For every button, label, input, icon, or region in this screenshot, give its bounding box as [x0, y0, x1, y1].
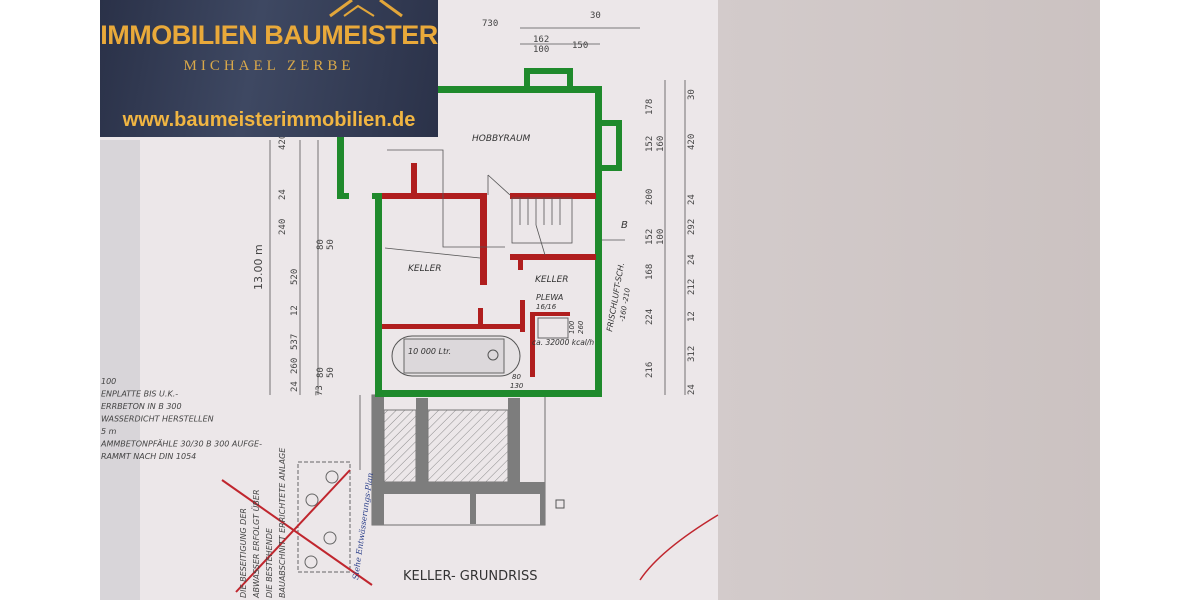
construction-note: AMMBETONPFÄHLE 30/30 B 300 AUFGE-: [100, 439, 262, 449]
dim-top-150: 150: [572, 41, 588, 51]
small-dim-80: 80: [512, 373, 521, 381]
dimension-label: 152: [645, 229, 655, 245]
staircase: [384, 149, 573, 259]
dimension-label: 12: [687, 311, 697, 322]
company-logo: IMMOBILIEN BAUMEISTER MICHAEL ZERBE www.…: [100, 0, 438, 137]
dimension-label: 73: [315, 385, 325, 396]
dimension-label: 178: [645, 99, 655, 115]
small-dim-100: 100: [568, 320, 576, 334]
section-marker: B: [621, 220, 628, 231]
heater-capacity: ca. 32000 kcal/h: [532, 338, 594, 347]
dimension-label: 80: [316, 367, 326, 378]
room-label-keller-right: KELLER: [535, 275, 569, 285]
interior-walls: [382, 163, 596, 377]
dimension-label: 537: [290, 334, 300, 350]
dim-top-730: 730: [482, 19, 498, 29]
dimension-label: 420: [278, 134, 288, 150]
construction-note: ENPLATTE BIS U.K.-: [101, 390, 178, 399]
logo-owner-name: MICHAEL ZERBE: [183, 58, 355, 74]
dimension-label: 152: [645, 136, 655, 152]
construction-note: 100: [101, 377, 116, 386]
dim-top-30: 30: [590, 11, 601, 21]
logo-brand-name: IMMOBILIEN BAUMEISTER: [100, 20, 438, 50]
tank-capacity: 10 000 Ltr.: [408, 347, 451, 356]
dimension-label: 30: [687, 89, 697, 100]
construction-note-vertical: BAUABSCHNITT ERRICHTETE ANLAGE: [278, 447, 287, 598]
room-label-hobbyraum: HOBBYRAUM: [472, 134, 531, 144]
dimension-label: 200: [645, 189, 655, 205]
dimension-label: 420: [687, 134, 697, 150]
dimension-label: 12: [290, 305, 300, 316]
logo-website-url: www.baumeisterimmobilien.de: [122, 109, 416, 131]
room-label-plewa: PLEWA: [536, 293, 563, 302]
construction-note: RAMMT NACH DIN 1054: [101, 452, 196, 461]
dimension-label: 50: [326, 239, 336, 250]
red-pen-stroke: [639, 514, 719, 581]
room-label-plewa-size: 16/16: [536, 303, 557, 311]
dimension-label: 160: [656, 136, 666, 152]
dimension-label: 50: [326, 367, 336, 378]
paper-shadow: [100, 140, 140, 600]
small-dim-130: 130: [510, 382, 524, 390]
dimension-label: 212: [687, 279, 697, 295]
paper-background: [718, 0, 1100, 600]
exterior-walls: [337, 68, 622, 397]
dimension-label: 216: [645, 362, 655, 378]
dimension-label: 100: [656, 229, 666, 245]
dimension-label: 24: [290, 381, 300, 392]
construction-note: ERRBETON IN B 300: [101, 402, 182, 411]
construction-note: 5 m: [101, 427, 117, 436]
oil-tank: [391, 317, 569, 377]
dimension-label: 240: [278, 219, 288, 235]
dimension-label: 24: [687, 194, 697, 205]
dimension-label: 80: [316, 239, 326, 250]
crossed-out-mark: [221, 469, 373, 593]
dimension-label: 24: [687, 254, 697, 265]
construction-note-vertical: DIE BESEITIGUNG DER: [239, 508, 248, 598]
roof-logo-icon: [329, 0, 403, 18]
room-label-keller-left: KELLER: [408, 264, 442, 274]
construction-note-vertical: ABWASSER ERFOLGT ÜBER: [251, 489, 261, 599]
dim-top-100: 100: [533, 45, 549, 55]
foundation-grid: [371, 394, 565, 526]
septic-tank-drawing: [297, 461, 351, 573]
plan-title: KELLER- GRUNDRISS: [403, 569, 538, 584]
construction-note-vertical: DIE BESTEHENDE: [265, 527, 274, 598]
dimension-label: 24: [278, 189, 288, 200]
small-dim-260: 260: [577, 320, 585, 334]
construction-note: WASSERDICHT HERSTELLEN: [101, 415, 214, 424]
overall-length: 13.00 m: [252, 244, 265, 290]
dimension-label: 224: [645, 309, 655, 325]
dimension-label: 312: [687, 346, 697, 362]
dimension-label: 168: [645, 264, 655, 280]
dimension-lines: [269, 27, 686, 470]
dimension-label: 520: [290, 269, 300, 285]
dimension-label: 24: [687, 384, 697, 395]
dimension-label: 260: [290, 358, 300, 374]
dimension-label: 292: [687, 219, 697, 235]
dim-top-162: 162: [533, 35, 549, 45]
